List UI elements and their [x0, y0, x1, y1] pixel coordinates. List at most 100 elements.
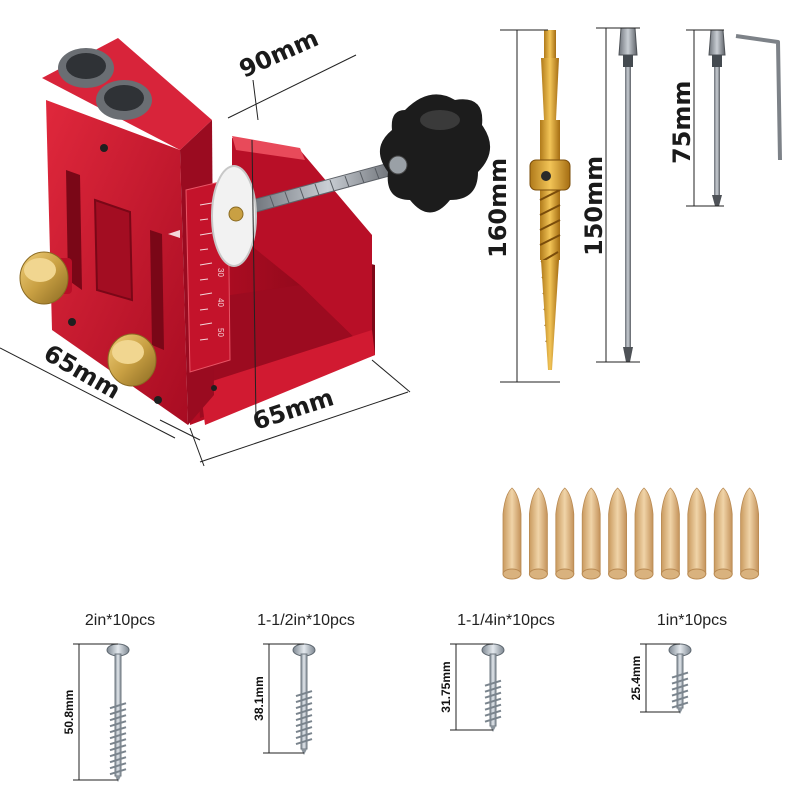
brass-thumb-screw-left — [19, 251, 72, 305]
scale-number: 40 — [216, 298, 225, 307]
screw-thread — [109, 732, 127, 740]
screw-thread — [295, 738, 313, 746]
screw-thread — [109, 720, 127, 728]
screw-thread — [671, 683, 689, 691]
star-knob — [379, 94, 491, 213]
wooden-plug — [502, 487, 522, 575]
screw-thread — [484, 685, 502, 693]
jig-scale-ticks — [199, 202, 213, 341]
long-driver-dimension — [596, 27, 640, 363]
hex-key-icon — [735, 34, 782, 161]
jig-clamp-wall-top — [232, 136, 305, 160]
screw-thread — [295, 708, 313, 716]
jig-base-front — [200, 330, 375, 425]
drill-guide-holes — [58, 48, 152, 120]
screw-thread — [671, 671, 689, 679]
jig-dimensions — [0, 54, 411, 467]
screw-length-label: 25.4mm — [629, 656, 643, 701]
scale-arrow-icon — [168, 230, 180, 238]
screw-thread — [109, 756, 127, 764]
jig-bolts — [68, 144, 217, 404]
short-driver-length-label: 75mm — [668, 81, 696, 164]
screw-quantity-label: 2in*10pcs — [85, 612, 155, 629]
screw-quantity-label: 1-1/4in*10pcs — [457, 612, 555, 629]
scale-number: 50 — [216, 328, 225, 337]
screw-tip — [677, 708, 683, 714]
screw-thread — [484, 691, 502, 699]
scale-number: 30 — [216, 268, 225, 277]
screw-thread — [109, 768, 127, 776]
screw-length-label: 31.75mm — [439, 661, 453, 712]
screw-thread — [295, 714, 313, 722]
jig-height-label: 90mm — [235, 24, 323, 84]
wooden-plug-end — [528, 568, 548, 580]
screw-thread — [295, 690, 313, 698]
wooden-plug-end — [740, 568, 760, 580]
wooden-plugs — [502, 487, 760, 580]
screw-thread — [109, 744, 127, 752]
wooden-plug — [740, 487, 759, 575]
clamp-assembly — [211, 94, 491, 267]
screw-tip — [301, 749, 307, 755]
width-dim-line — [199, 391, 409, 463]
wooden-plug-end — [660, 568, 680, 580]
screw-thread — [671, 695, 689, 703]
screw-quantity-label: 1in*10pcs — [657, 612, 727, 629]
screw-thread — [109, 738, 127, 746]
short-driver-dimension — [686, 29, 724, 207]
screw-thread — [484, 709, 502, 717]
wooden-plug — [529, 487, 548, 575]
wooden-plug — [581, 487, 601, 575]
screw-thread — [484, 703, 502, 711]
wooden-plug — [555, 487, 575, 575]
depth-dim-line — [0, 347, 176, 439]
step-drill-bit — [529, 30, 571, 370]
screw-thread — [109, 750, 127, 758]
screw-quantity-label: 1-1/2in*10pcs — [257, 612, 355, 629]
short-driver-bit — [708, 29, 726, 206]
pad-screw-icon — [228, 206, 244, 222]
screw-thread — [484, 679, 502, 687]
screw-thread — [109, 702, 127, 710]
wooden-plug — [687, 487, 707, 575]
screw-thread — [295, 726, 313, 734]
drill-bit-length-label: 160mm — [484, 158, 512, 258]
screw-thread — [295, 732, 313, 740]
screw-thread — [295, 702, 313, 710]
screw-thread — [671, 689, 689, 697]
wooden-plug-end — [634, 568, 654, 580]
wooden-plug-end — [581, 568, 601, 580]
wooden-plug — [661, 487, 680, 575]
wooden-plug — [713, 487, 733, 575]
screw-thread — [484, 715, 502, 723]
height-dim-line — [227, 54, 357, 119]
wooden-plug-end — [608, 568, 628, 580]
jig-slot-right — [150, 230, 164, 350]
wooden-plug — [608, 487, 627, 575]
drill-bit-dimension — [500, 29, 560, 383]
long-driver-bit — [618, 27, 638, 362]
screw-thread — [484, 697, 502, 705]
screw-thread — [295, 720, 313, 728]
screw-thread — [109, 714, 127, 722]
wooden-plug-end — [555, 568, 575, 580]
wooden-plug — [634, 487, 654, 575]
screw-thread — [109, 762, 127, 770]
screw-length-label: 50.8mm — [62, 690, 76, 735]
screw-thread — [671, 701, 689, 709]
screw-tip — [490, 726, 496, 732]
pocket-screws: 2in*10pcs 50.8mm 1-1/2in*10pcs 38.1mm 1-1/4i… — [62, 612, 727, 782]
screw-shank — [114, 653, 122, 777]
wooden-plug-end — [687, 568, 707, 580]
pocket-hole-jig: 10 20 30 40 50 — [19, 38, 491, 425]
screw-length-label: 38.1mm — [252, 676, 266, 721]
screw-tip — [115, 776, 121, 782]
brass-thumb-screw-right — [107, 333, 157, 387]
long-driver-length-label: 150mm — [580, 156, 608, 256]
screw-thread — [109, 726, 127, 734]
jig-clamp-wall — [232, 138, 372, 355]
jig-slot-center — [93, 198, 134, 302]
wooden-plug-end — [713, 568, 733, 580]
wooden-plug-end — [502, 568, 522, 580]
